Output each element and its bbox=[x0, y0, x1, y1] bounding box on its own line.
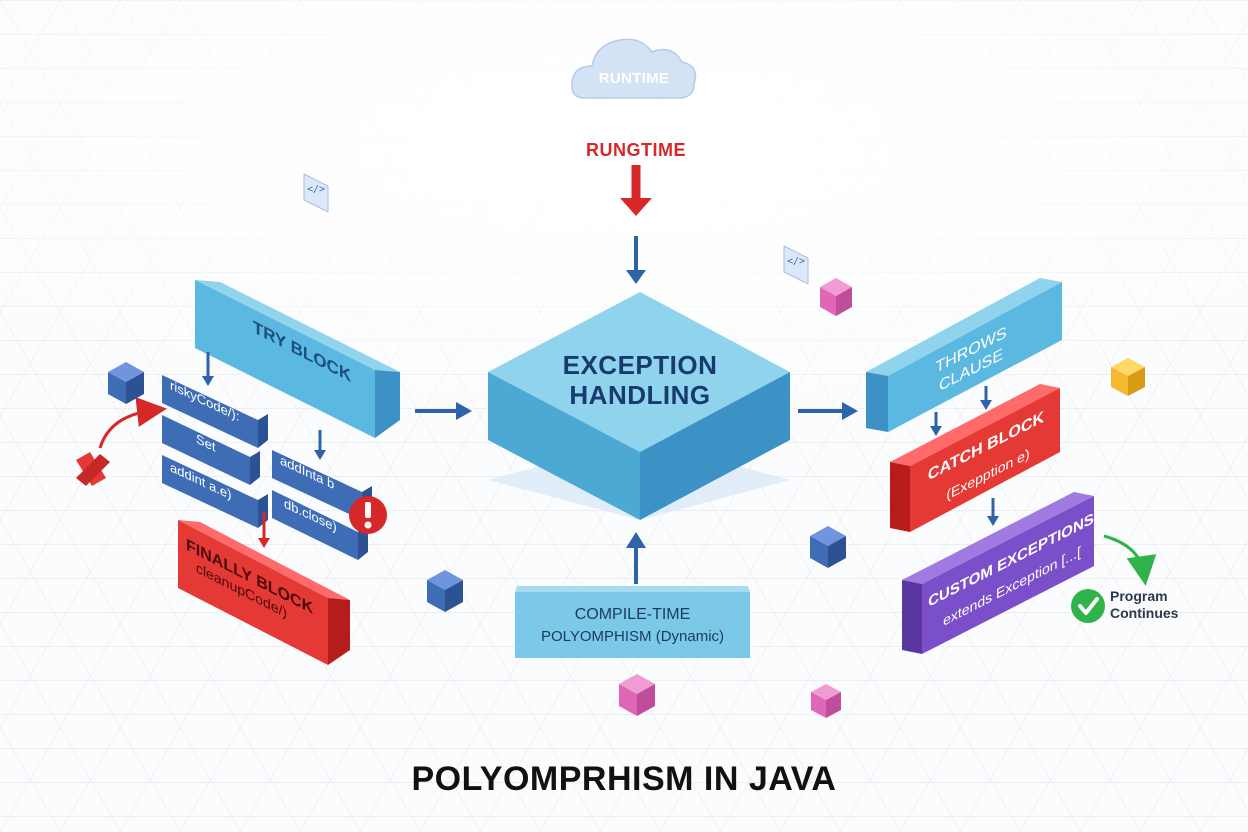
page-title: POLYOMPRHISM IN JAVA bbox=[411, 760, 837, 798]
compile-time-block[interactable] bbox=[515, 586, 750, 658]
compile-time-line1: COMPILE-TIME bbox=[574, 606, 691, 623]
cube-pink bbox=[820, 278, 852, 316]
throws-down-arrows bbox=[930, 386, 992, 436]
exception-handling-block[interactable] bbox=[488, 292, 790, 520]
compile-time-line2: POLYOMPHISM (Dynamic) bbox=[540, 628, 725, 645]
runtime-cloud-label: RUNTIME bbox=[598, 70, 670, 87]
throws-clause-block[interactable] bbox=[866, 278, 1062, 432]
cube-blue bbox=[108, 362, 144, 404]
continue-arrow bbox=[1103, 534, 1157, 586]
cube-blue bbox=[427, 570, 463, 612]
code-line-risky bbox=[162, 375, 268, 448]
arrow-to-center-top bbox=[626, 236, 646, 284]
check-icon bbox=[1071, 589, 1105, 623]
program-continues-line2: Continues bbox=[1110, 605, 1179, 621]
catch-block[interactable] bbox=[890, 384, 1060, 532]
runtime-cloud bbox=[571, 38, 697, 99]
arrow-compile-to-center bbox=[626, 532, 646, 584]
finally-block[interactable] bbox=[178, 520, 350, 665]
cube-pink bbox=[811, 684, 841, 718]
code-tag-label: </> bbox=[306, 184, 326, 195]
arrow-center-to-throws bbox=[798, 402, 858, 420]
try-down-arrows bbox=[202, 352, 326, 548]
center-title-line2: HANDLING bbox=[569, 380, 711, 410]
cube-pink bbox=[619, 674, 655, 716]
code-tag-icon bbox=[303, 173, 329, 213]
custom-exceptions-block[interactable] bbox=[902, 492, 1094, 654]
code-line-close bbox=[272, 490, 368, 560]
code-line-set bbox=[162, 415, 260, 485]
center-title-line1: EXCEPTION bbox=[562, 350, 718, 380]
try-block[interactable] bbox=[195, 280, 400, 438]
runtime-label: RUNGTIME bbox=[586, 140, 686, 160]
code-tag-icon bbox=[783, 245, 809, 285]
cube-blue bbox=[810, 526, 846, 568]
runtime-arrow bbox=[620, 165, 652, 216]
catch-down-arrow bbox=[987, 498, 999, 526]
error-x-icon bbox=[76, 452, 110, 486]
arrow-try-to-center bbox=[415, 402, 472, 420]
program-continues-line1: Program bbox=[1110, 588, 1168, 604]
error-redirect-arrow bbox=[98, 397, 167, 449]
cube-orange bbox=[1111, 358, 1145, 396]
error-alert-icon bbox=[349, 496, 387, 534]
code-tag-label: </> bbox=[786, 256, 806, 267]
